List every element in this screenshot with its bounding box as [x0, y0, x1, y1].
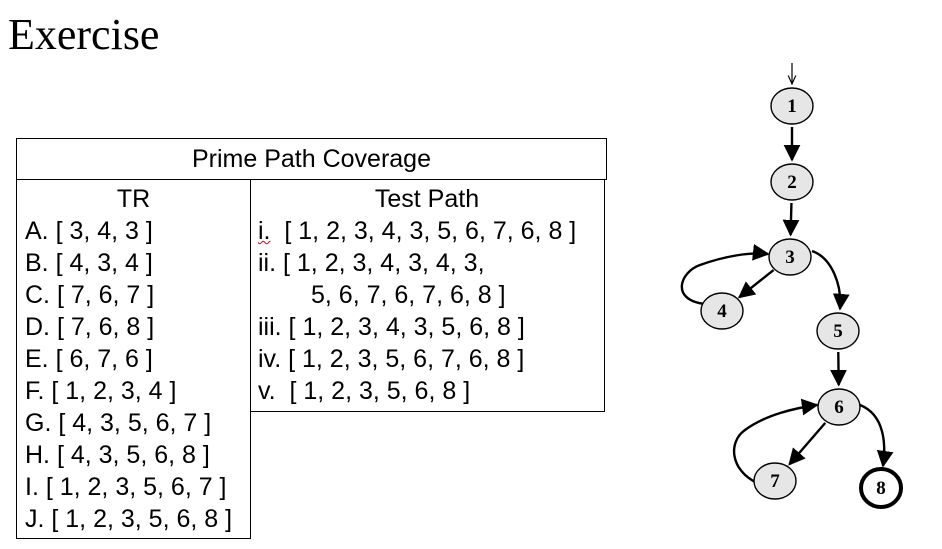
edge-6-to-7 [788, 422, 827, 466]
tr-item: H. [ 4, 3, 5, 6, 8 ] [25, 441, 210, 469]
node-5: 5 [816, 312, 860, 350]
test-path-marker: iv. [258, 345, 282, 373]
node-label: 4 [717, 301, 727, 322]
node-circle [816, 312, 860, 350]
node-label: 1 [787, 96, 797, 117]
node-label: 2 [787, 172, 797, 193]
graph-nodes: 1 2 3 4 5 6 7 8 [700, 87, 903, 509]
node-label: 3 [785, 247, 795, 268]
test-path-item: iii. [ 1, 2, 3, 4, 3, 5, 6, 8 ] [258, 311, 604, 343]
test-path-item: iv. [ 1, 2, 3, 5, 6, 7, 6, 8 ] [258, 343, 604, 375]
test-path-marker: i. [258, 217, 271, 245]
tr-item: I. [ 1, 2, 3, 5, 6, 7 ] [25, 473, 227, 501]
test-path-value: 5, 6, 7, 6, 7, 6, 8 ] [311, 281, 506, 309]
node-8: 8 [859, 467, 903, 509]
edge-3-to-5 [811, 249, 850, 311]
tr-column: TR A. [ 3, 4, 3 ] B. [ 4, 3, 4 ] C. [ 7,… [16, 179, 251, 539]
tr-item: J. [ 1, 2, 3, 5, 6, 8 ] [25, 505, 233, 533]
node-3: 3 [768, 238, 812, 276]
node-7: 7 [753, 462, 797, 500]
node-label: 6 [834, 397, 844, 418]
node-label: 8 [876, 478, 886, 499]
node-circle [700, 292, 744, 330]
tr-item: E. [ 6, 7, 6 ] [25, 345, 153, 373]
test-path-column: Test Path i. [ 1, 2, 3, 4, 3, 5, 6, 7, 6… [250, 179, 605, 412]
tr-item: F. [ 1, 2, 3, 4 ] [25, 377, 177, 405]
test-path-item: i. [ 1, 2, 3, 4, 3, 5, 6, 7, 6, 8 ] [258, 215, 604, 247]
tr-item: G. [ 4, 3, 5, 6, 7 ] [25, 409, 212, 437]
final-node-circle [859, 467, 903, 509]
test-path-value: [ 1, 2, 3, 5, 6, 8 ] [275, 377, 471, 405]
node-label: 5 [833, 321, 843, 342]
node-4: 4 [700, 292, 744, 330]
node-2: 2 [770, 163, 814, 201]
tr-item: B. [ 4, 3, 4 ] [25, 249, 153, 277]
node-label: 7 [770, 471, 780, 492]
node-6: 6 [817, 388, 861, 426]
test-path-marker: ii. [258, 249, 277, 277]
node-1: 1 [770, 87, 814, 125]
edge-4-to-3 [680, 243, 770, 306]
edge-7-to-6 [732, 398, 819, 485]
edge-6-to-8 [859, 403, 894, 468]
test-path-item: v. [ 1, 2, 3, 5, 6, 8 ] [258, 375, 604, 407]
test-path-marker: v. [258, 377, 276, 405]
tr-item: A. [ 3, 4, 3 ] [25, 217, 153, 245]
edge-3-to-4 [737, 269, 775, 299]
graph-edges [680, 63, 894, 485]
table-header: Prime Path Coverage [16, 138, 607, 180]
slide-title: Exercise [8, 10, 160, 59]
tr-item: D. [ 7, 6, 8 ] [25, 313, 155, 341]
test-path-item: ii. [ 1, 2, 3, 4, 3, 4, 3, [258, 247, 604, 279]
test-path-value: [ 1, 2, 3, 4, 3, 4, 3, [276, 249, 485, 277]
node-circle [753, 462, 797, 500]
test-path-value: [ 1, 2, 3, 4, 3, 5, 6, 7, 6, 8 ] [270, 217, 577, 245]
test-path-value: [ 1, 2, 3, 5, 6, 7, 6, 8 ] [281, 345, 525, 373]
tr-heading: TR [116, 185, 151, 213]
node-circle [770, 163, 814, 201]
test-path-value: [ 1, 2, 3, 4, 3, 5, 6, 8 ] [281, 313, 525, 341]
test-path-item-continued: 5, 6, 7, 6, 7, 6, 8 ] [258, 279, 604, 311]
test-path-marker: iii. [258, 313, 282, 341]
test-path-heading: Test Path [374, 185, 480, 213]
node-circle [770, 87, 814, 125]
node-circle [817, 388, 861, 426]
tr-item: C. [ 7, 6, 7 ] [25, 281, 155, 309]
node-circle [768, 238, 812, 276]
edge-2-to-3 [782, 202, 800, 237]
